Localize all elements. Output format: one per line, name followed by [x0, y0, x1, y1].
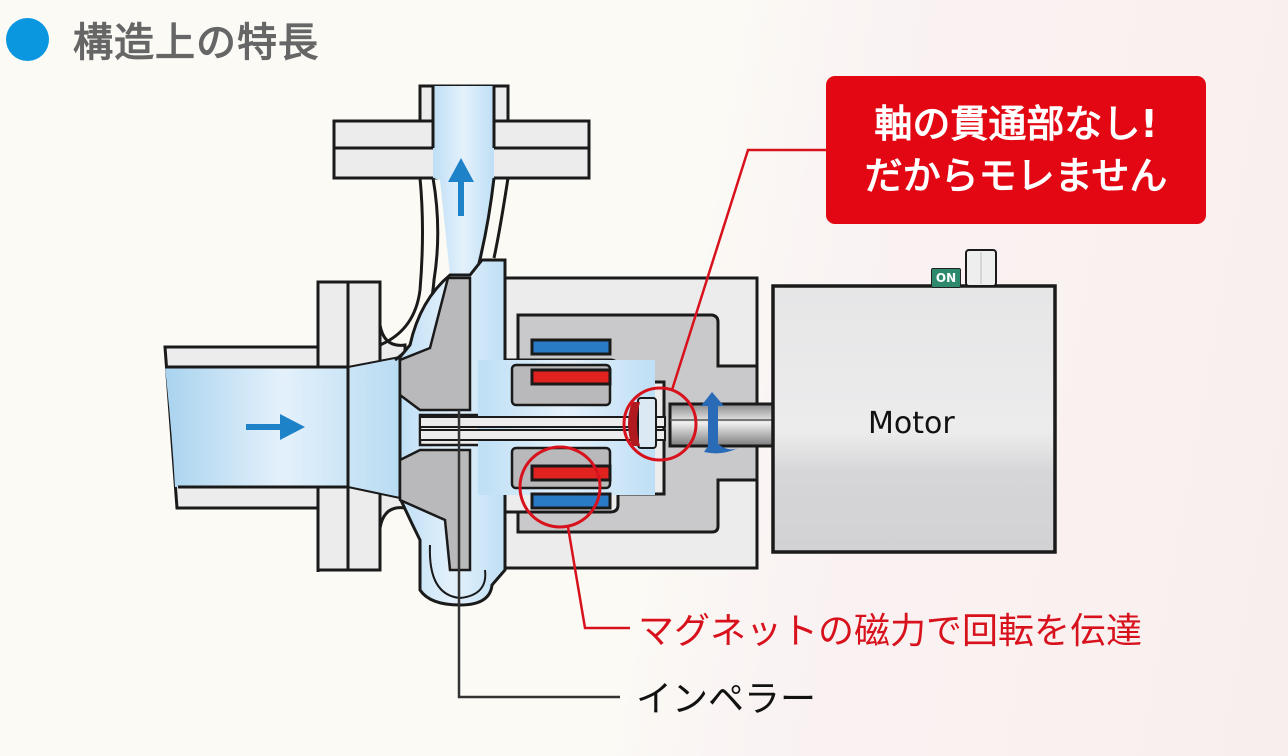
outlet-flow-arrow-icon [448, 158, 474, 216]
inner-magnet-bottom [530, 464, 612, 482]
outer-magnet-bottom [530, 492, 612, 510]
impeller-leader-line [457, 410, 620, 699]
inner-magnet-top [530, 368, 612, 386]
callout-line-2: だからモレません [864, 154, 1168, 198]
magnet-annotation: マグネットの磁力で回転を伝達 [638, 611, 1143, 652]
callout-line-1: 軸の貫通部なし! [874, 102, 1158, 146]
page-title: 構造上の特長 [73, 20, 319, 66]
rear-bushing [637, 397, 657, 449]
callout-box: 軸の貫通部なし! だからモレません [826, 76, 1206, 224]
magnet-highlight-circle [518, 445, 602, 529]
callout-leader-line [670, 148, 826, 391]
section-header: 構造上の特長 [6, 10, 319, 68]
motor-label: Motor [868, 406, 955, 441]
inlet-flow-arrow-icon [246, 414, 305, 440]
motor-on-indicator: ON [931, 268, 961, 288]
motor-body [771, 284, 1057, 554]
impeller-annotation: インペラー [636, 679, 817, 720]
magnet-leader-line [566, 526, 630, 630]
inner-rotation-arrow [628, 402, 640, 446]
outlet-pipe [332, 84, 591, 362]
seal-highlight-circle [622, 386, 698, 462]
motor-shaft [668, 402, 780, 448]
bullet-icon [6, 17, 49, 61]
pump-shaft [419, 416, 666, 441]
outer-magnet-top [530, 338, 612, 356]
rotation-arrow-icon [701, 392, 738, 454]
